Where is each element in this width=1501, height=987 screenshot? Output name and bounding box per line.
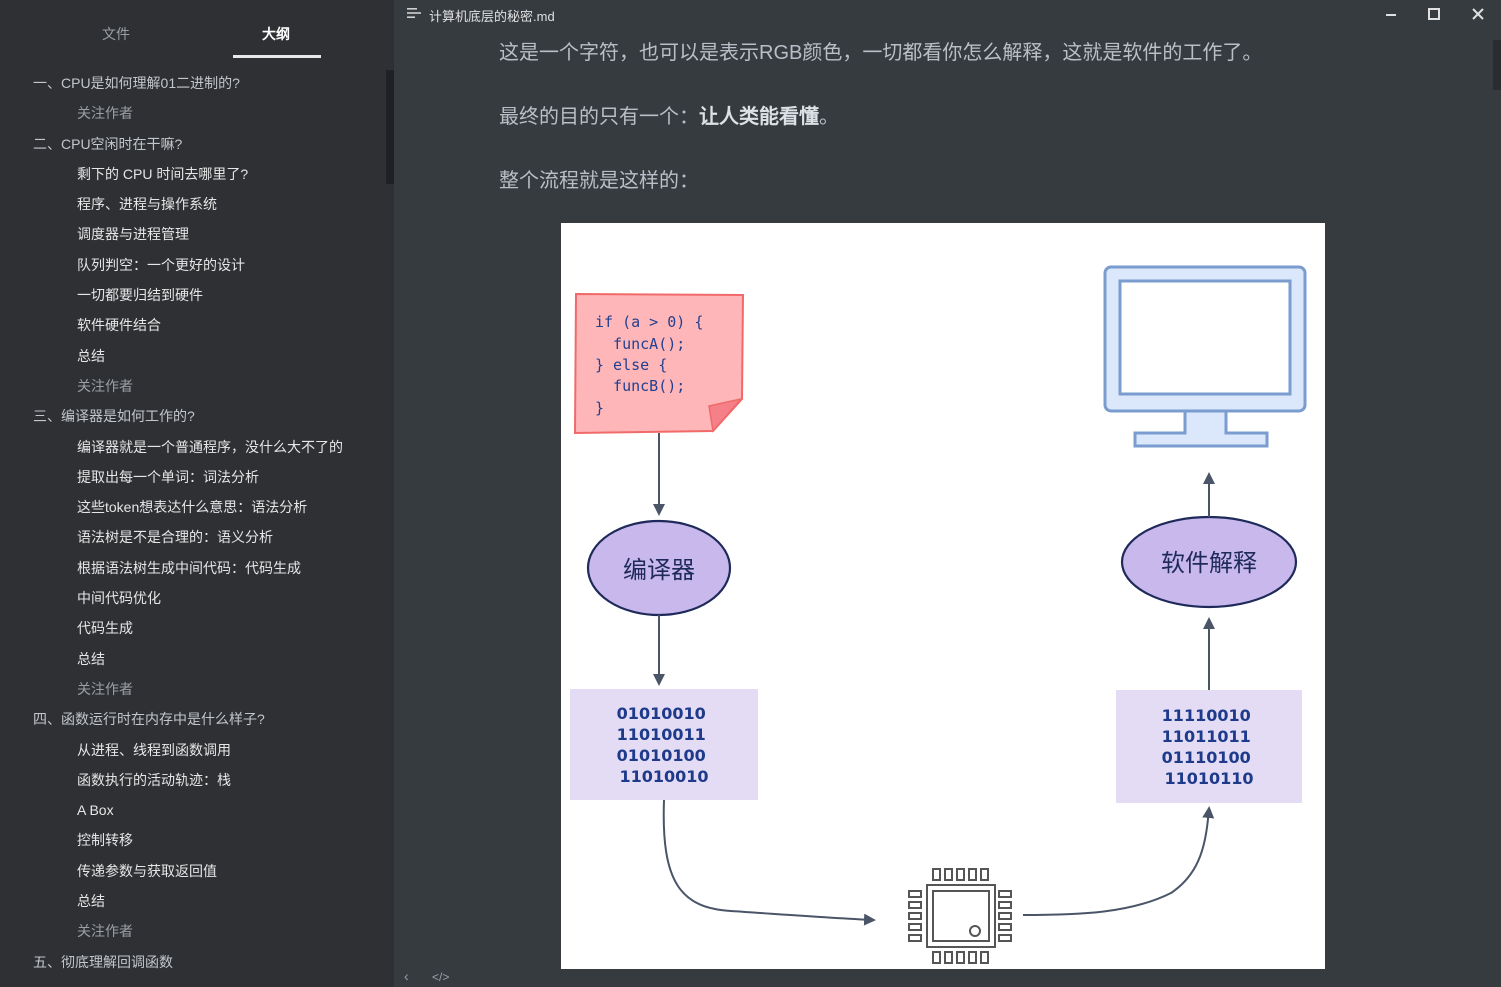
- outline-item[interactable]: 根据语法树生成中间代码：代码生成: [77, 559, 301, 576]
- software-interpret-node: 软件解释: [1120, 515, 1298, 609]
- svg-text:11110010 11011011: 11110010 11011011 01110100 11010110: [1162, 706, 1257, 788]
- outline-item[interactable]: 总结: [77, 347, 105, 364]
- binary-line: 01110100: [1162, 748, 1251, 767]
- outline-item[interactable]: 从进程、线程到函数调用: [77, 741, 231, 758]
- outline-item[interactable]: 五、彻底理解回调函数: [33, 953, 173, 970]
- code-line: funcB();: [595, 377, 685, 395]
- editor-scrollbar[interactable]: [1493, 40, 1501, 90]
- compiler-node: 编译器: [586, 519, 732, 617]
- code-line: if (a > 0) {: [595, 313, 703, 331]
- monitor-icon: [1103, 265, 1307, 448]
- chevron-left-icon[interactable]: ‹: [404, 968, 409, 984]
- svg-text:if (a > 0) { funcA: if (a > 0) { funcA(); } else { funcB(); …: [595, 313, 712, 417]
- outline-item[interactable]: 一切都要归结到硬件: [77, 287, 203, 304]
- close-icon[interactable]: [1468, 4, 1488, 24]
- outline-item[interactable]: 代码生成: [77, 620, 133, 637]
- outline-item[interactable]: 编译器就是一个普通程序，没什么大不了的: [77, 438, 343, 455]
- active-tab-indicator: [233, 55, 321, 58]
- document-title: 计算机底层的秘密.md: [429, 9, 555, 24]
- svg-text:01010010 11010011: 01010010 11010011 01010100 11010010: [617, 704, 712, 786]
- sidebar-tabs: 文件 大纲: [0, 0, 394, 62]
- tab-files[interactable]: 文件: [102, 26, 130, 42]
- outline-item[interactable]: 总结: [77, 650, 105, 667]
- outline-item[interactable]: 四、函数运行时在内存中是什么样子?: [33, 711, 265, 728]
- outline-item[interactable]: 程序、进程与操作系统: [77, 196, 217, 213]
- outline-toggle-icon[interactable]: [406, 6, 422, 20]
- binary-line: 11010011: [617, 725, 706, 744]
- binary-line: 11011011: [1162, 727, 1251, 746]
- editor-content[interactable]: 这是一个字符，也可以是表示RGB颜色，一切都看你怎么解释，这就是软件的工作了。 …: [394, 28, 1493, 987]
- outline-item[interactable]: 二、CPU空闲时在干嘛?: [33, 135, 183, 152]
- paragraph: 最终的目的只有一个：让人类能看懂。: [499, 100, 839, 129]
- outline-item[interactable]: 关注作者: [77, 105, 133, 122]
- binary-line: 11010010: [619, 767, 708, 786]
- outline-item[interactable]: 关注作者: [77, 680, 133, 697]
- binary-line: 11010110: [1164, 769, 1253, 788]
- source-code-icon[interactable]: </>: [432, 970, 450, 984]
- cpu-chip-icon: [908, 868, 1012, 964]
- machine-code-block-right: 11110010 11011011 01110100 11010110: [1116, 690, 1302, 803]
- flow-arrow: [1022, 806, 1215, 916]
- outline-item[interactable]: 语法树是不是合理的：语义分析: [77, 529, 273, 546]
- flow-diagram-image: if (a > 0) { funcA(); } else { funcB(); …: [561, 223, 1325, 969]
- sidebar: 文件 大纲 一、CPU是如何理解01二进制的?关注作者二、CPU空闲时在干嘛?剩…: [0, 0, 394, 987]
- outline-list: 一、CPU是如何理解01二进制的?关注作者二、CPU空闲时在干嘛?剩下的 CPU…: [0, 68, 386, 977]
- compiler-label: 编译器: [623, 556, 695, 584]
- paragraph: 这是一个字符，也可以是表示RGB颜色，一切都看你怎么解释，这就是软件的工作了。: [499, 42, 1263, 64]
- bold-text: 让人类能看懂: [699, 106, 819, 128]
- outline-item[interactable]: 关注作者: [77, 377, 133, 394]
- outline-item[interactable]: 队列判空：一个更好的设计: [77, 256, 245, 273]
- outline-item[interactable]: 软件硬件结合: [77, 317, 161, 334]
- outline-item[interactable]: 这些token想表达什么意思：语法分析: [77, 499, 308, 516]
- source-code-note: if (a > 0) { funcA(); } else { funcB(); …: [573, 292, 745, 435]
- outline-item[interactable]: 调度器与进程管理: [77, 226, 189, 243]
- outline-item[interactable]: 传递参数与获取返回值: [77, 862, 217, 879]
- outline-item[interactable]: 总结: [77, 893, 105, 910]
- tab-outline[interactable]: 大纲: [262, 26, 290, 42]
- machine-code-block-left: 01010010 11010011 01010100 11010010: [570, 689, 758, 800]
- paragraph-text: 。: [819, 106, 839, 128]
- status-bar: ‹ </>: [394, 965, 1493, 987]
- outline-item[interactable]: 提取出每一个单词：词法分析: [77, 468, 259, 485]
- outline-item[interactable]: 函数执行的活动轨迹：栈: [77, 771, 231, 788]
- flow-diagram: if (a > 0) { funcA(); } else { funcB(); …: [570, 265, 1307, 964]
- code-line: funcA();: [595, 335, 685, 353]
- paragraph: 整个流程就是这样的：: [499, 170, 699, 192]
- outline-item[interactable]: 剩下的 CPU 时间去哪里了?: [77, 165, 249, 182]
- outline-item[interactable]: 一、CPU是如何理解01二进制的?: [33, 75, 240, 91]
- binary-line: 11110010: [1162, 706, 1251, 725]
- outline-item[interactable]: 三、编译器是如何工作的?: [33, 408, 195, 425]
- outline-item[interactable]: A Box: [77, 802, 114, 819]
- title-bar: 计算机底层的秘密.md: [394, 0, 1501, 28]
- code-line: } else {: [595, 356, 667, 374]
- sidebar-scrollbar[interactable]: [386, 70, 394, 184]
- outline-item[interactable]: 控制转移: [77, 832, 133, 849]
- interpret-label: 软件解释: [1161, 549, 1257, 577]
- paragraph-text: 最终的目的只有一个：: [499, 106, 699, 128]
- minimize-icon[interactable]: [1381, 4, 1401, 24]
- maximize-icon[interactable]: [1424, 4, 1444, 24]
- outline-item[interactable]: 中间代码优化: [77, 590, 161, 607]
- binary-line: 01010010: [617, 704, 706, 723]
- outline-item[interactable]: 关注作者: [77, 923, 133, 940]
- binary-line: 01010100: [617, 746, 706, 765]
- flow-arrow: [662, 799, 876, 926]
- code-line: }: [595, 399, 604, 417]
